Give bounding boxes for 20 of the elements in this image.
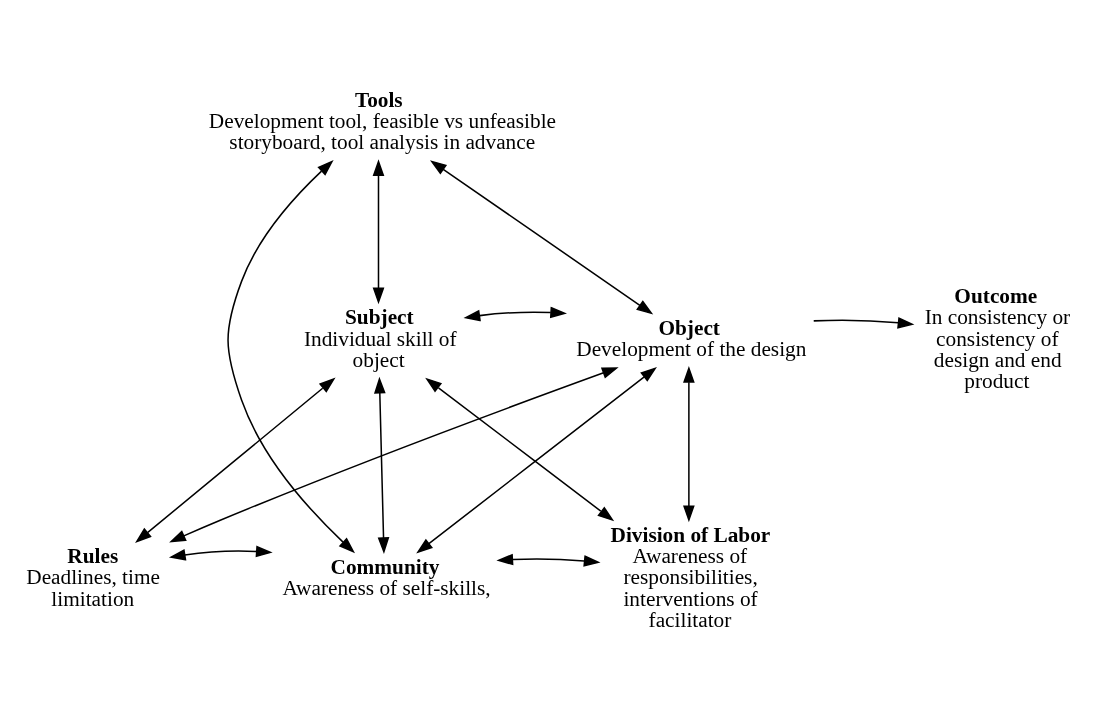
arrow	[425, 377, 615, 522]
arrow	[813, 316, 915, 329]
node-text: Rules Deadlines, time limitation	[26, 544, 160, 611]
arrow	[372, 159, 385, 305]
arrow	[683, 366, 695, 523]
arrow	[463, 306, 567, 322]
arrow	[135, 377, 336, 543]
arrow	[227, 160, 356, 554]
node-text: Community Awareness of self-skills,	[282, 554, 491, 601]
node-text: Division of Labor Awareness of responsibilities, interventions of facilitator	[610, 522, 771, 633]
arrow	[373, 376, 390, 554]
arrow	[429, 160, 654, 315]
node-text: Outcome In consistency or consistency of design and end product	[924, 283, 1071, 394]
arrow	[416, 366, 657, 554]
arrow	[168, 545, 273, 561]
node-text: Subject Individual skill of object	[303, 305, 457, 372]
node-text: Object Development of the design	[576, 315, 807, 362]
arrow	[169, 367, 619, 543]
node-text: Tools Development tool, feasible vs unfeasible storyboard, tool analysis in advance	[208, 87, 556, 155]
arrow	[496, 553, 601, 567]
